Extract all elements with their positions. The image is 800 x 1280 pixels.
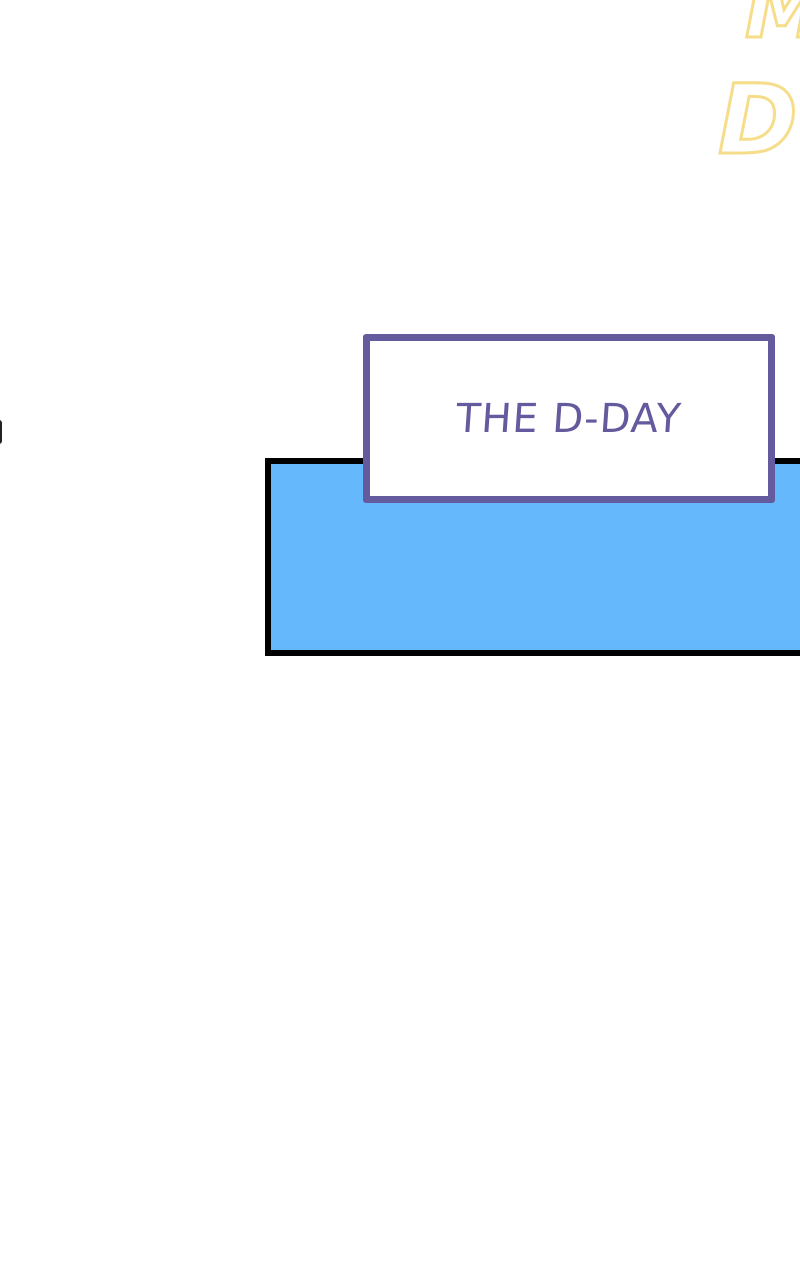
title-letter-m: M (744, 0, 800, 51)
caption-text: THE D-DAY (454, 395, 684, 442)
title-letter-d: D (717, 64, 800, 176)
caption-box: THE D-DAY (363, 334, 775, 503)
edge-ink-mark (0, 420, 2, 444)
